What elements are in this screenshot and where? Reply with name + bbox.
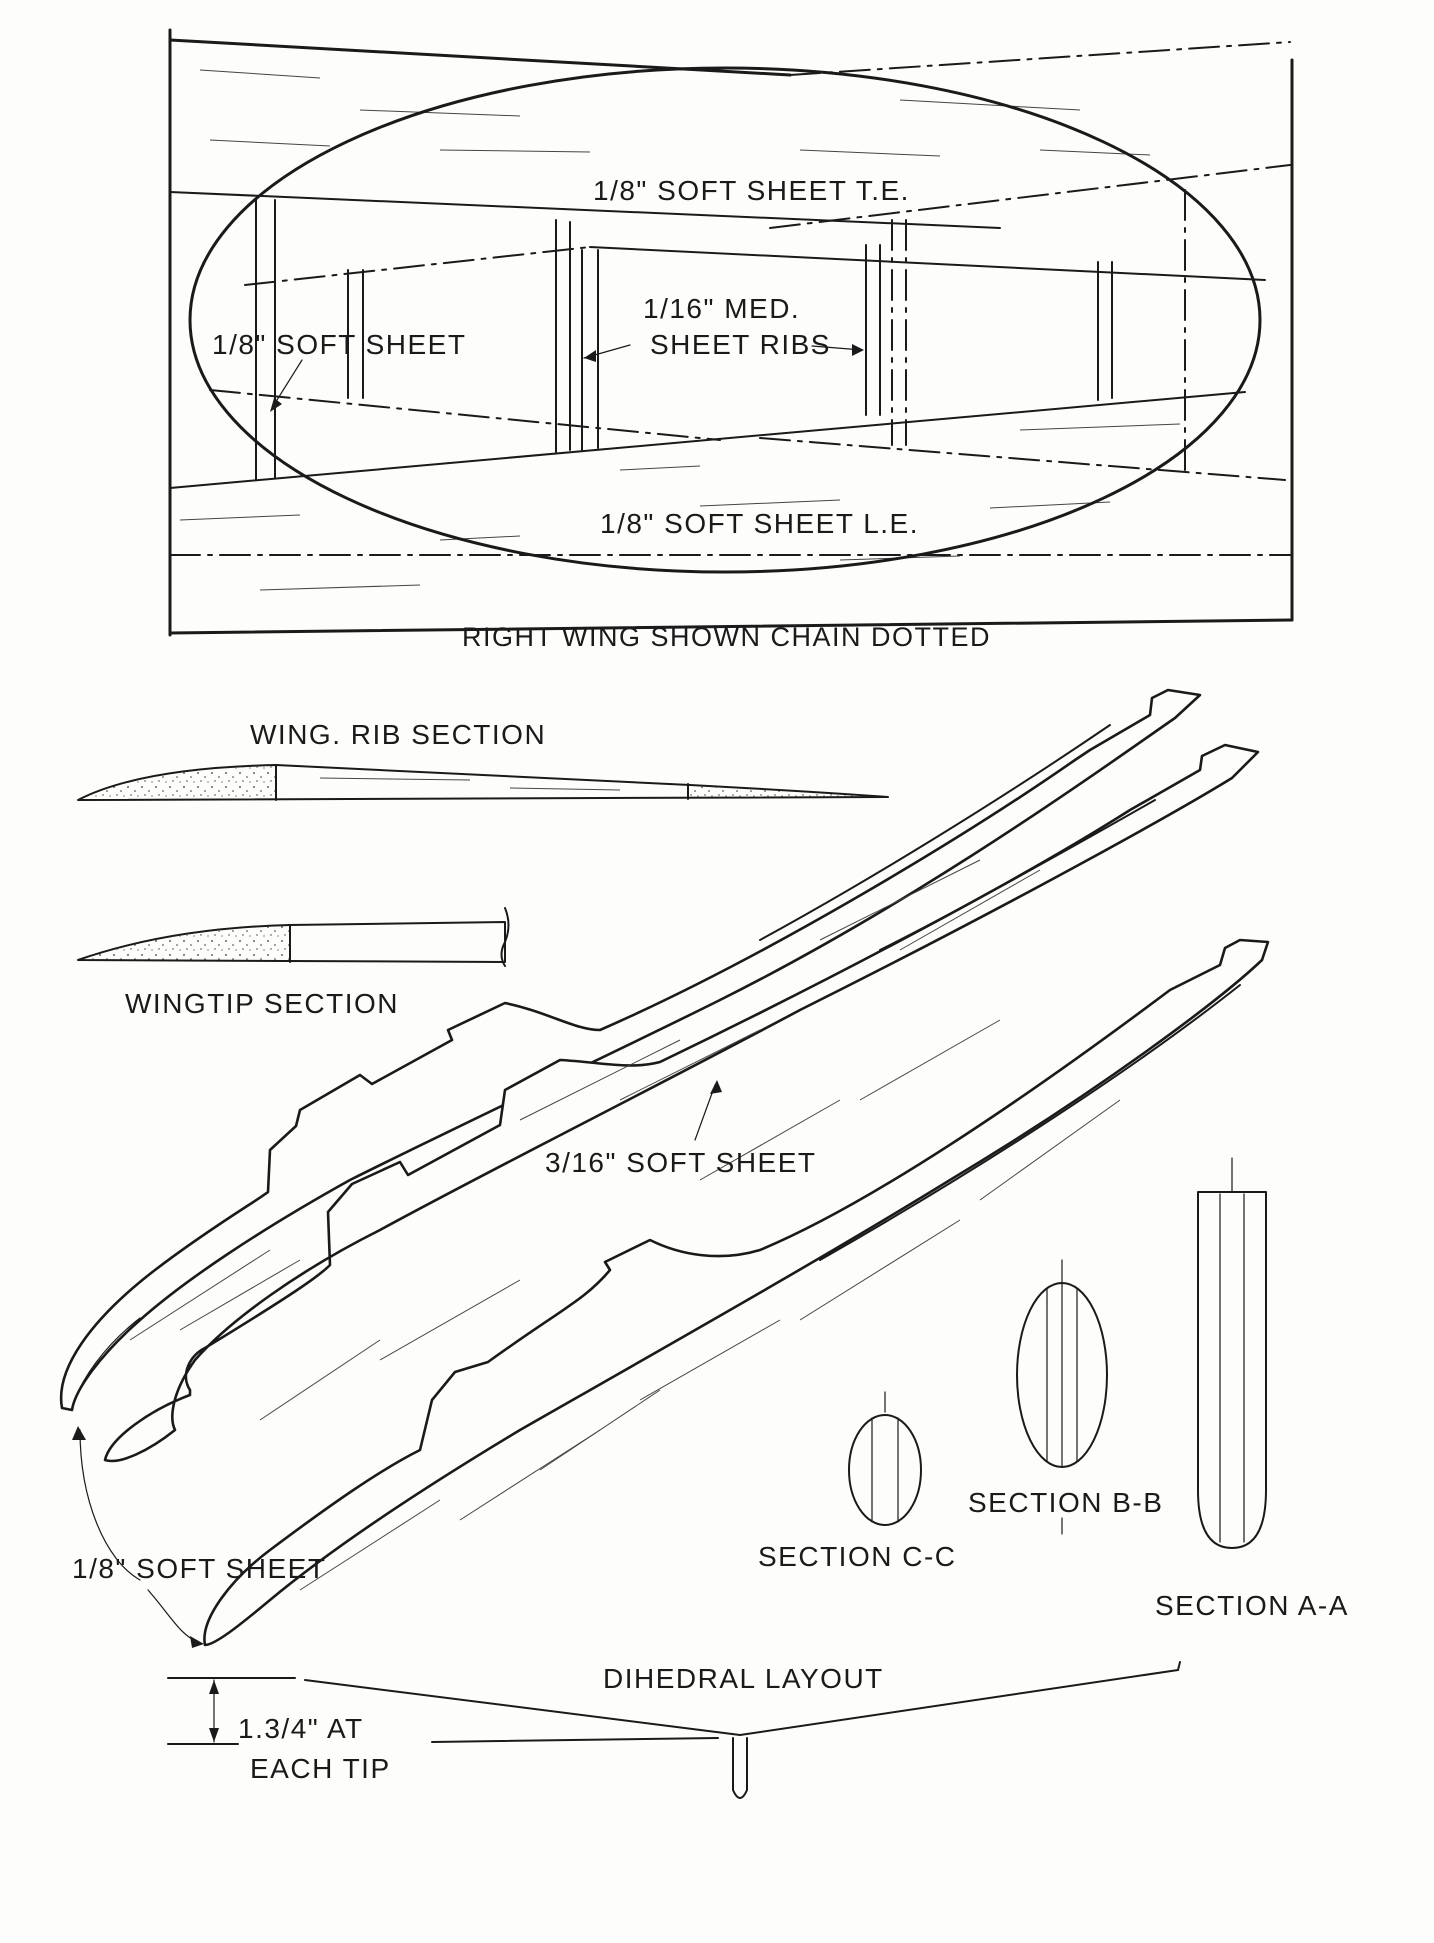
trailing-edge-sheet: [688, 786, 880, 799]
leader-316-soft-sheet: [694, 1084, 716, 1141]
label-soft-sheet-top: 1/8" SOFT SHEET: [212, 329, 466, 360]
section-bb: SECTION B-B: [968, 1259, 1163, 1535]
spar-chain-lower: [209, 389, 721, 441]
spar-chain-left: [244, 246, 591, 286]
leader-18-upper: [79, 1429, 141, 1581]
dihedral-note-2: EACH TIP: [250, 1753, 391, 1784]
section-aa-label: SECTION A-A: [1155, 1590, 1349, 1621]
dihedral-layout: DIHEDRAL LAYOUT 1.3/4" AT EACH TIP: [167, 1661, 1181, 1799]
trailing-edge-chain: [769, 164, 1291, 229]
wingtip-section-title: WINGTIP SECTION: [125, 988, 399, 1019]
wing-ribs: [255, 189, 1186, 481]
wing-panels: 3/16" SOFT SHEET 1/8" SOFT SHEET: [59, 688, 1270, 1648]
label-med-ribs-2: SHEET RIBS: [650, 329, 831, 360]
wood-grain-top-view: [179, 69, 1181, 591]
dihedral-note-1: 1.3/4" AT: [238, 1713, 364, 1744]
chain-edge-top: [789, 41, 1291, 76]
dihedral-title: DIHEDRAL LAYOUT: [603, 1663, 884, 1694]
leading-edge-sheet: [80, 766, 276, 799]
wing-panel-2: [103, 743, 1260, 1463]
leading-edge-chain: [759, 437, 1286, 481]
wing-structure-view: 1/8" SOFT SHEET T.E. 1/16" MED. SHEET RI…: [168, 28, 1294, 652]
leading-edge-line: [169, 391, 1246, 489]
wing-panel-3: [203, 938, 1270, 1647]
wingtip-section: WINGTIP SECTION: [77, 907, 510, 1019]
section-bb-label: SECTION B-B: [968, 1487, 1163, 1518]
label-316-soft-sheet: 3/16" SOFT SHEET: [545, 1147, 817, 1178]
wood-grain-panels: [129, 859, 1121, 1591]
leader-18-lower: [147, 1589, 199, 1643]
wingtip-sheet: [80, 926, 290, 961]
section-aa: SECTION A-A: [1155, 1157, 1349, 1621]
section-cc-label: SECTION C-C: [758, 1541, 957, 1572]
trailing-edge-lower: [589, 246, 1266, 281]
caption-right-wing: RIGHT WING SHOWN CHAIN DOTTED: [462, 622, 991, 652]
label-med-ribs-1: 1/16" MED.: [643, 293, 800, 324]
trailing-edge-line: [169, 191, 1001, 229]
section-cc: SECTION C-C: [758, 1391, 957, 1572]
label-te: 1/8" SOFT SHEET T.E.: [593, 175, 910, 206]
label-18-soft-sheet: 1/8" SOFT SHEET: [72, 1553, 326, 1584]
fuselage-stub: [732, 1737, 748, 1799]
wing-rib-section-title: WING. RIB SECTION: [250, 719, 546, 750]
soft-sheet-leader: [271, 359, 303, 409]
view-frame-bottom: [168, 618, 1294, 635]
wing-panel-1: [59, 688, 1202, 1412]
detail-ellipse: [188, 66, 1262, 574]
label-le: 1/8" SOFT SHEET L.E.: [600, 508, 919, 539]
wing-rib-section: WING. RIB SECTION: [77, 719, 889, 801]
